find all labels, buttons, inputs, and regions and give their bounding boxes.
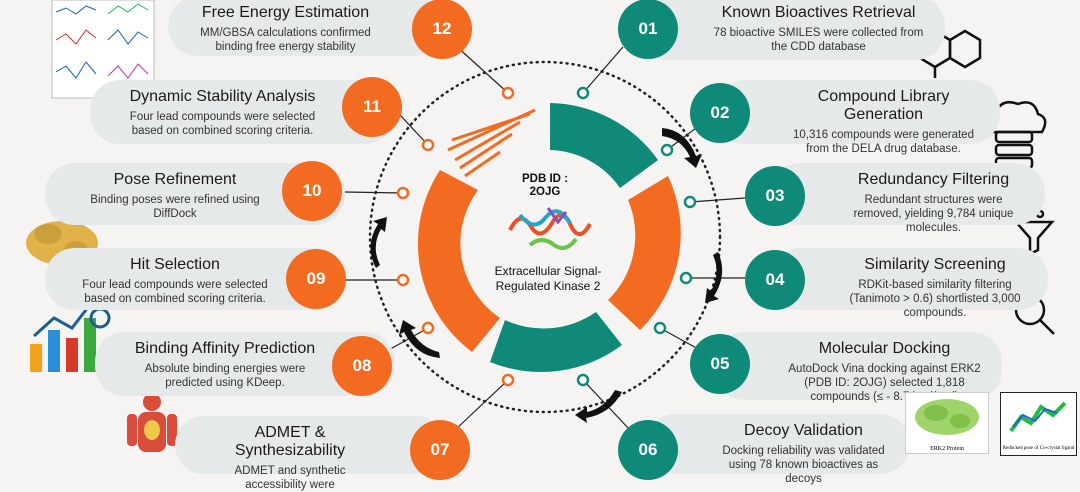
database-cloud-icon — [984, 101, 1047, 170]
redocked-pose-thumbnail: Redocked pose of Co-crystal ligand — [1000, 392, 1077, 456]
bar-chart-icon — [30, 301, 111, 372]
pdb-id: 2OJG — [529, 186, 561, 198]
step-card-07: ADMET & Synthesizability ADMET and synth… — [175, 416, 445, 491]
step-desc: Absolute binding energies were predicted… — [144, 363, 306, 389]
step-desc: Redundant structures were removed, yield… — [853, 194, 1014, 234]
step-badge-01: 01 — [618, 0, 678, 59]
step-title: Compound Library Generation — [817, 88, 950, 123]
step-desc: 78 bioactive SMILES were collected from … — [713, 27, 924, 53]
step-badge-02: 02 — [690, 83, 750, 143]
step-title: Decoy Validation — [744, 422, 863, 439]
step-badge-05: 05 — [690, 334, 750, 394]
step-title: Molecular Docking — [818, 340, 951, 357]
arc-teal-bottom — [490, 312, 622, 373]
erk2-protein-thumbnail: ERK2 Protein — [905, 392, 989, 454]
node-10 — [396, 186, 410, 200]
human-body-icon — [127, 393, 177, 452]
step-card-04: Similarity Screening RDKit-based similar… — [770, 248, 1048, 319]
erk2-label: ERK2 Protein — [930, 446, 964, 452]
arc-striped-top-left — [447, 108, 536, 178]
step-badge-11: 11 — [342, 77, 402, 137]
arrow-icon — [662, 128, 702, 168]
node-01 — [576, 86, 590, 100]
step-card-01: Known Bioactives Retrieval 78 bioactive … — [640, 0, 945, 60]
node-05 — [653, 321, 667, 335]
arrow-icon — [399, 320, 440, 358]
step-title: Dynamic Stability Analysis — [129, 88, 316, 105]
node-08 — [421, 321, 435, 335]
node-11 — [421, 138, 435, 152]
arc-orange-right — [608, 176, 681, 330]
step-badge-10: 10 — [282, 161, 342, 221]
node-07 — [501, 373, 515, 387]
step-title: Pose Refinement — [113, 171, 237, 188]
step-title: Similarity Screening — [864, 256, 1006, 273]
step-desc: Binding poses were refined using DiffDoc… — [90, 194, 260, 220]
step-badge-04: 04 — [745, 250, 805, 310]
orbit-nodes — [396, 86, 697, 387]
step-title: Hit Selection — [130, 256, 220, 273]
step-badge-07: 07 — [410, 420, 470, 480]
step-title: Binding Affinity Prediction — [134, 340, 316, 357]
step-desc: Docking reliability was validated using … — [722, 445, 885, 485]
node-04 — [679, 271, 693, 285]
step-title: Free Energy Estimation — [201, 4, 370, 21]
step-card-02: Compound Library Generation 10,316 compo… — [715, 80, 1000, 155]
arc-teal-top — [550, 103, 658, 188]
connectors — [344, 44, 746, 431]
step-desc: ADMET and synthetic accessibility were — [234, 465, 346, 491]
protein-name: Extracellular Signal- Regulated Kinase 2 — [494, 264, 602, 293]
step-desc: Four lead compounds were selected based … — [129, 111, 316, 137]
step-title: Known Bioactives Retrieval — [721, 4, 916, 21]
center-label: PDB ID : 2OJG — [480, 173, 610, 199]
step-desc: Four lead compounds were selected based … — [82, 279, 268, 305]
step-card-03: Redundancy Filtering Redundant structure… — [770, 163, 1045, 234]
node-02 — [660, 143, 674, 157]
step-card-06: Decoy Validation Docking reliability was… — [645, 414, 910, 485]
arrow-icon — [370, 217, 387, 268]
step-desc: MM/GBSA calculations confirmed binding f… — [200, 27, 371, 53]
step-badge-06: 06 — [618, 420, 678, 480]
step-title: Redundancy Filtering — [857, 171, 1010, 188]
node-12 — [501, 86, 515, 100]
step-card-12: Free Energy Estimation MM/GBSA calculati… — [168, 0, 443, 56]
flow-arrows — [370, 128, 723, 423]
step-badge-03: 03 — [745, 166, 805, 226]
ligand-pose-image — [1009, 401, 1067, 433]
step-card-11: Dynamic Stability Analysis Four lead com… — [90, 80, 395, 144]
node-09 — [396, 273, 410, 287]
redocked-label: Redocked pose of Co-crystal ligand — [1002, 446, 1075, 451]
erk2-protein-image — [915, 399, 979, 435]
arrow-icon — [575, 390, 622, 423]
step-badge-09: 09 — [286, 249, 346, 309]
step-title: ADMET & Synthesizability — [234, 424, 346, 459]
step-badge-12: 12 — [412, 0, 472, 59]
step-badge-08: 08 — [332, 336, 392, 396]
arrow-icon — [705, 252, 723, 303]
node-03 — [683, 195, 697, 209]
orbit-ring — [368, 60, 722, 414]
protein-structure-image — [505, 202, 595, 252]
step-card-05: Molecular Docking AutoDock Vina docking … — [715, 332, 1002, 403]
workflow-diagram — [26, 0, 1055, 452]
node-06 — [576, 373, 590, 387]
pdb-label: PDB ID : — [522, 173, 568, 185]
step-desc: 10,316 compounds were generated from the… — [793, 129, 974, 155]
arc-orange-left — [417, 170, 500, 352]
step-desc: RDKit-based similarity filtering (Tanimo… — [849, 279, 1021, 319]
